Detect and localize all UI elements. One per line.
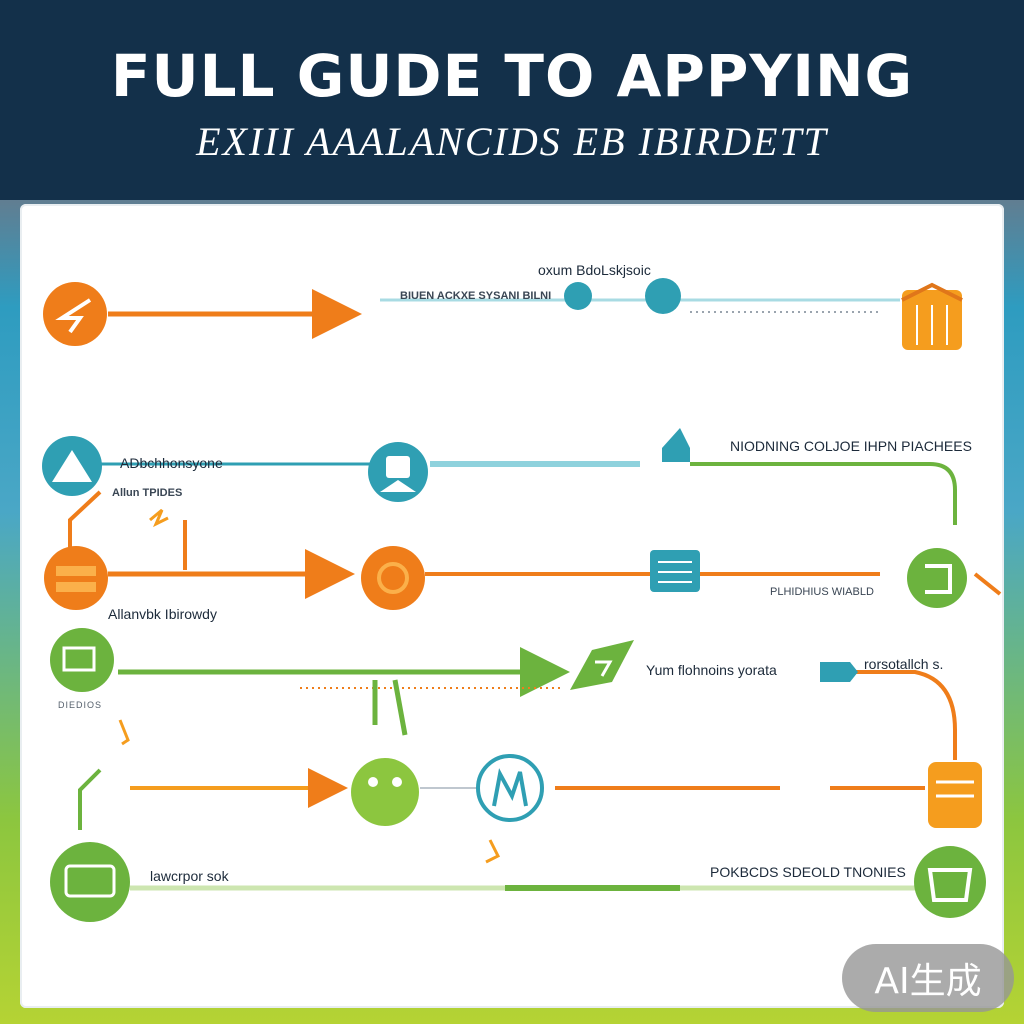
connector-row4-right [850, 670, 957, 760]
bag-icon [914, 846, 986, 918]
diagram-panel [20, 204, 1004, 1008]
lightbulb-icon [44, 546, 108, 610]
connector-row2-right [690, 462, 957, 525]
page-title: FULL GUDE TO APPYING [110, 42, 914, 110]
mountain-icon [42, 436, 102, 496]
chart-icon [50, 628, 114, 692]
label-row4-left-small: DIEDIOS [58, 700, 103, 710]
connector-row4-branch [372, 679, 408, 736]
node-teal-small-1 [564, 282, 592, 310]
mountain-outline-icon [476, 754, 544, 822]
label-row3-right: PLHIDHIUS WIABLD [770, 586, 874, 598]
box-stack-icon [901, 282, 963, 350]
node-arrow-icon [43, 282, 107, 346]
header-banner: FULL GUDE TO APPYING EXIII AAALANCIDS EB… [0, 0, 1024, 200]
tablet-icon [50, 842, 130, 922]
label-row4-right: rorsotallch s. [864, 656, 944, 672]
gear-icon [361, 546, 425, 610]
connector-row5-up [78, 768, 102, 830]
label-row3-left: Allanvbk Ibirowdy [108, 606, 217, 622]
label-row4-mid: Yum flohnoins yorata [646, 662, 777, 678]
node-teal-small-2 [645, 278, 681, 314]
magnet-icon [662, 428, 690, 462]
person-icon [907, 548, 967, 608]
node-green-face [351, 758, 419, 826]
spark-icon [118, 719, 130, 746]
node-teal-tag [820, 662, 858, 682]
page-subtitle: EXIII AAALANCIDS EB IBIRDETT [196, 119, 828, 164]
check-document-icon [368, 442, 428, 502]
label-top: oxum BdoLskjsoic [538, 262, 651, 278]
document-icon [650, 550, 700, 592]
spark-icon [149, 508, 169, 528]
leaf-icon [570, 640, 634, 690]
label-row2-right: NIODNING COLJOE IHPN PIACHEES [730, 438, 972, 454]
label-row5-right: POKBCDS SDEOLD TNONIES [710, 864, 906, 880]
connector-row3-out [973, 572, 1002, 596]
label-row2-left-sub: Allun TPIDES [112, 487, 183, 499]
label-row1-mid: BIUEN ACKXE SYSANI BILNI [400, 290, 552, 302]
spark-icon [485, 839, 501, 864]
ai-generated-badge: AI生成 [842, 944, 1014, 1012]
label-row2-left: ADbchhonsyone [120, 455, 223, 471]
calendar-icon [928, 762, 982, 828]
label-row5-left: lawcrpor sok [150, 868, 229, 884]
